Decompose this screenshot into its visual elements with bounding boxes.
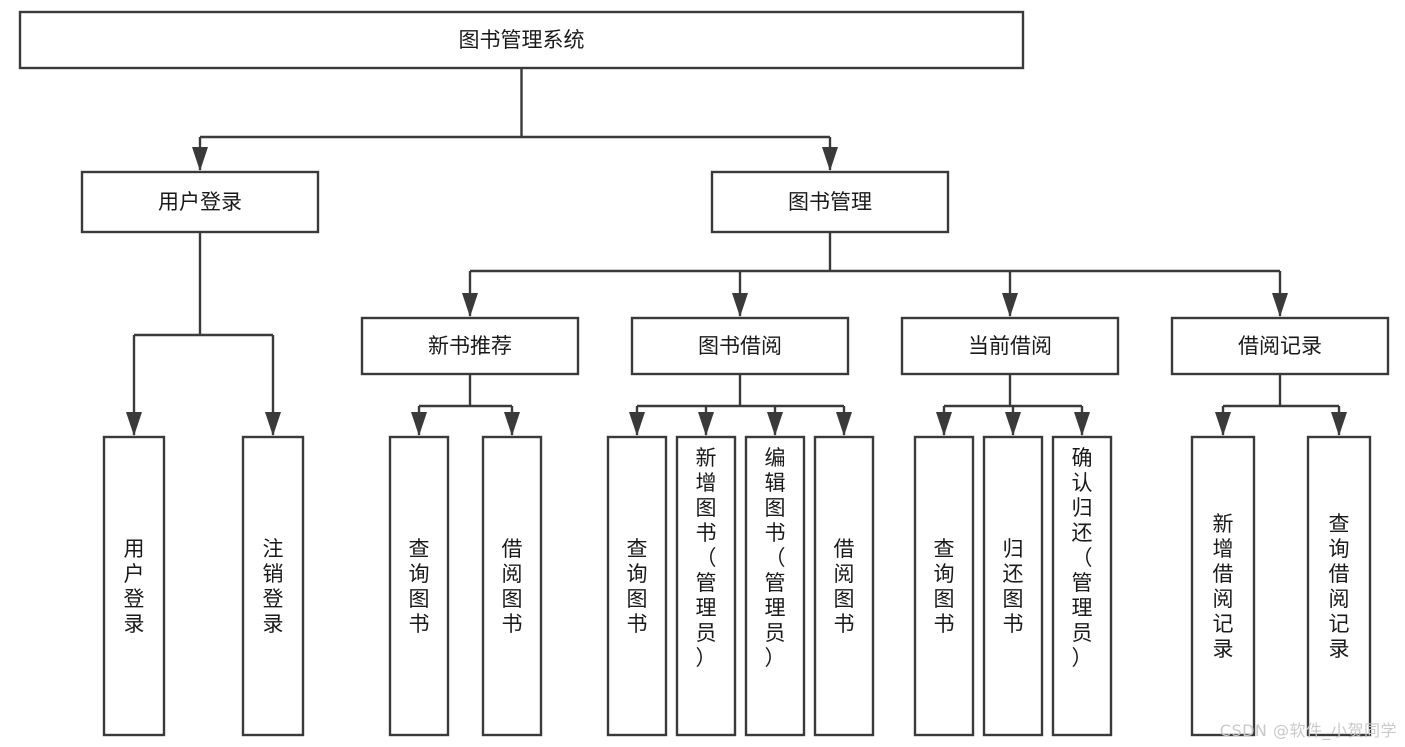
node-label: 查询图书	[409, 537, 430, 636]
node-level3-1[interactable]: 图书借阅	[630, 316, 850, 376]
node-label: 查询图书	[627, 537, 648, 636]
node-level3-0[interactable]: 新书推荐	[360, 316, 580, 376]
arrow-head-icon	[1272, 293, 1288, 317]
node-box	[18, 10, 1025, 70]
arrow-head-icon	[732, 293, 748, 317]
node-box	[813, 435, 875, 737]
node-leaf-4[interactable]: 查询图书	[606, 435, 668, 737]
node-label: 新书推荐	[428, 334, 512, 358]
node-box	[606, 435, 668, 737]
node-leaf-5[interactable]: 新增图书（管理员）	[675, 435, 737, 737]
node-box	[80, 170, 320, 234]
connector-layer	[126, 68, 1347, 436]
arrow-head-icon	[462, 293, 478, 317]
arrow-head-icon	[698, 412, 714, 436]
node-box	[1306, 435, 1372, 737]
node-leaf-10[interactable]: 确认归还（管理员）	[1051, 435, 1113, 737]
node-box	[913, 435, 975, 737]
node-level3-2[interactable]: 当前借阅	[900, 316, 1120, 376]
node-label: 借阅图书	[834, 537, 855, 636]
node-label: 新增图书（管理员）	[696, 446, 717, 670]
arrow-head-icon	[1215, 412, 1231, 436]
node-label: 借阅图书	[502, 537, 523, 636]
node-box	[481, 435, 543, 737]
arrow-head-icon	[836, 412, 852, 436]
node-box	[1190, 435, 1256, 737]
node-box	[982, 435, 1044, 737]
node-label: 注销登录	[263, 537, 284, 636]
node-leaf-9[interactable]: 归还图书	[982, 435, 1044, 737]
arrow-head-icon	[265, 412, 281, 436]
node-label: 图书管理系统	[459, 28, 585, 52]
node-box	[744, 435, 806, 737]
arrow-head-icon	[936, 412, 952, 436]
node-box	[900, 316, 1120, 376]
arrow-head-icon	[411, 412, 427, 436]
node-label: 新增借阅记录	[1213, 512, 1234, 661]
node-level2-1[interactable]: 图书管理	[710, 170, 950, 234]
node-leaf-8[interactable]: 查询图书	[913, 435, 975, 737]
node-label: 图书借阅	[698, 334, 782, 358]
arrow-head-icon	[1002, 293, 1018, 317]
node-box	[630, 316, 850, 376]
node-layer: 图书管理系统用户登录图书管理新书推荐图书借阅当前借阅借阅记录用户登录注销登录查询…	[18, 10, 1390, 737]
node-label: 归还图书	[1003, 537, 1024, 636]
arrow-head-icon	[1005, 412, 1021, 436]
node-label: 当前借阅	[968, 334, 1052, 358]
node-box	[102, 435, 166, 737]
node-leaf-3[interactable]: 借阅图书	[481, 435, 543, 737]
arrow-head-icon	[822, 147, 838, 171]
node-box	[241, 435, 305, 737]
node-label: 查询图书	[934, 537, 955, 636]
node-label: 查询借阅记录	[1329, 512, 1350, 661]
node-root-system[interactable]: 图书管理系统	[18, 10, 1025, 70]
arrow-head-icon	[1074, 412, 1090, 436]
node-label: 编辑图书（管理员）	[765, 446, 786, 670]
node-leaf-7[interactable]: 借阅图书	[813, 435, 875, 737]
node-level2-0[interactable]: 用户登录	[80, 170, 320, 234]
node-box	[675, 435, 737, 737]
node-leaf-1[interactable]: 注销登录	[241, 435, 305, 737]
node-label: 确认归还（管理员）	[1072, 446, 1093, 670]
arrow-head-icon	[1331, 412, 1347, 436]
node-level3-3[interactable]: 借阅记录	[1170, 316, 1390, 376]
node-box	[360, 316, 580, 376]
node-box	[388, 435, 450, 737]
arrow-head-icon	[192, 147, 208, 171]
node-label: 借阅记录	[1238, 334, 1322, 358]
node-box	[1051, 435, 1113, 737]
node-leaf-6[interactable]: 编辑图书（管理员）	[744, 435, 806, 737]
node-box	[710, 170, 950, 234]
arrow-head-icon	[629, 412, 645, 436]
node-label: 用户登录	[158, 190, 242, 214]
node-leaf-0[interactable]: 用户登录	[102, 435, 166, 737]
node-box	[1170, 316, 1390, 376]
arrow-head-icon	[504, 412, 520, 436]
node-leaf-12[interactable]: 查询借阅记录	[1306, 435, 1372, 737]
node-leaf-2[interactable]: 查询图书	[388, 435, 450, 737]
arrow-head-icon	[126, 412, 142, 436]
node-label: 用户登录	[124, 537, 145, 636]
arrow-head-icon	[767, 412, 783, 436]
node-leaf-11[interactable]: 新增借阅记录	[1190, 435, 1256, 737]
node-label: 图书管理	[788, 190, 872, 214]
